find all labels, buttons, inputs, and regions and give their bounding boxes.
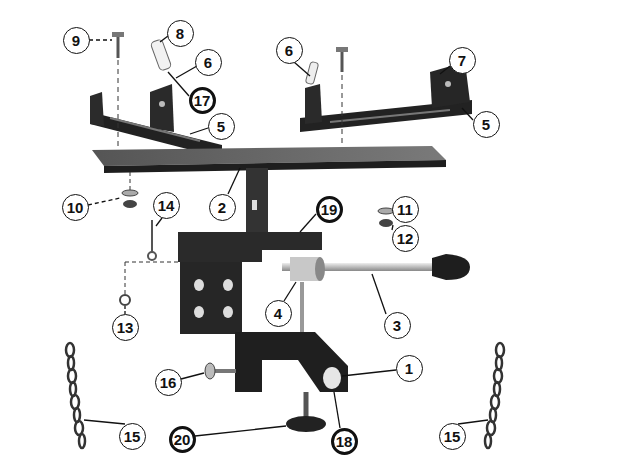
callout-number: 10 [67, 200, 84, 215]
callout-circle: 6 [195, 49, 222, 76]
callout-number: 15 [124, 429, 141, 444]
callout-number: 14 [158, 198, 175, 213]
callout-circle: 13 [112, 314, 139, 341]
callout-circle: 2 [209, 194, 236, 221]
callout-circle: 6 [276, 37, 303, 64]
callout-circle: 7 [449, 47, 476, 74]
callout-number: 17 [194, 93, 211, 108]
callout-circle: 17 [189, 87, 216, 114]
callout-number: 2 [218, 200, 226, 215]
callout-number: 7 [458, 53, 466, 68]
callout-circle: 14 [153, 192, 180, 219]
callout-circle: 18 [331, 428, 358, 455]
callout-number: 11 [397, 202, 413, 217]
callout-number: 16 [160, 375, 177, 390]
callout-number: 8 [176, 26, 184, 41]
callout-number: 6 [285, 43, 293, 58]
callout-circle: 20 [169, 426, 196, 453]
callout-number: 5 [482, 117, 490, 132]
callout-number: 4 [274, 306, 282, 321]
callout-number: 3 [393, 318, 401, 333]
callout-number: 5 [217, 119, 225, 134]
callout-number: 12 [397, 231, 414, 246]
callout-circle: 12 [392, 225, 419, 252]
callout-circle: 4 [265, 300, 292, 327]
callout-number: 20 [174, 432, 191, 447]
callout-circle: 5 [473, 111, 500, 138]
callout-circle: 1 [396, 355, 423, 382]
callout-number: 15 [444, 429, 461, 444]
callout-number: 19 [321, 202, 338, 217]
callout-number: 18 [336, 434, 353, 449]
callout-number: 9 [72, 33, 80, 48]
callout-circle: 15 [119, 423, 146, 450]
callout-circle: 9 [63, 27, 90, 54]
callout-circle: 3 [384, 312, 411, 339]
callout-circle: 10 [62, 194, 89, 221]
callout-circle: 16 [155, 369, 182, 396]
callout-circle: 8 [167, 20, 194, 47]
callout-circle: 19 [316, 196, 343, 223]
callout-circle: 15 [439, 423, 466, 450]
callout-number: 1 [405, 361, 413, 376]
callout-number: 13 [117, 320, 134, 335]
callout-circle: 11 [392, 196, 419, 223]
callout-number: 6 [204, 55, 212, 70]
callout-circle: 5 [208, 113, 235, 140]
